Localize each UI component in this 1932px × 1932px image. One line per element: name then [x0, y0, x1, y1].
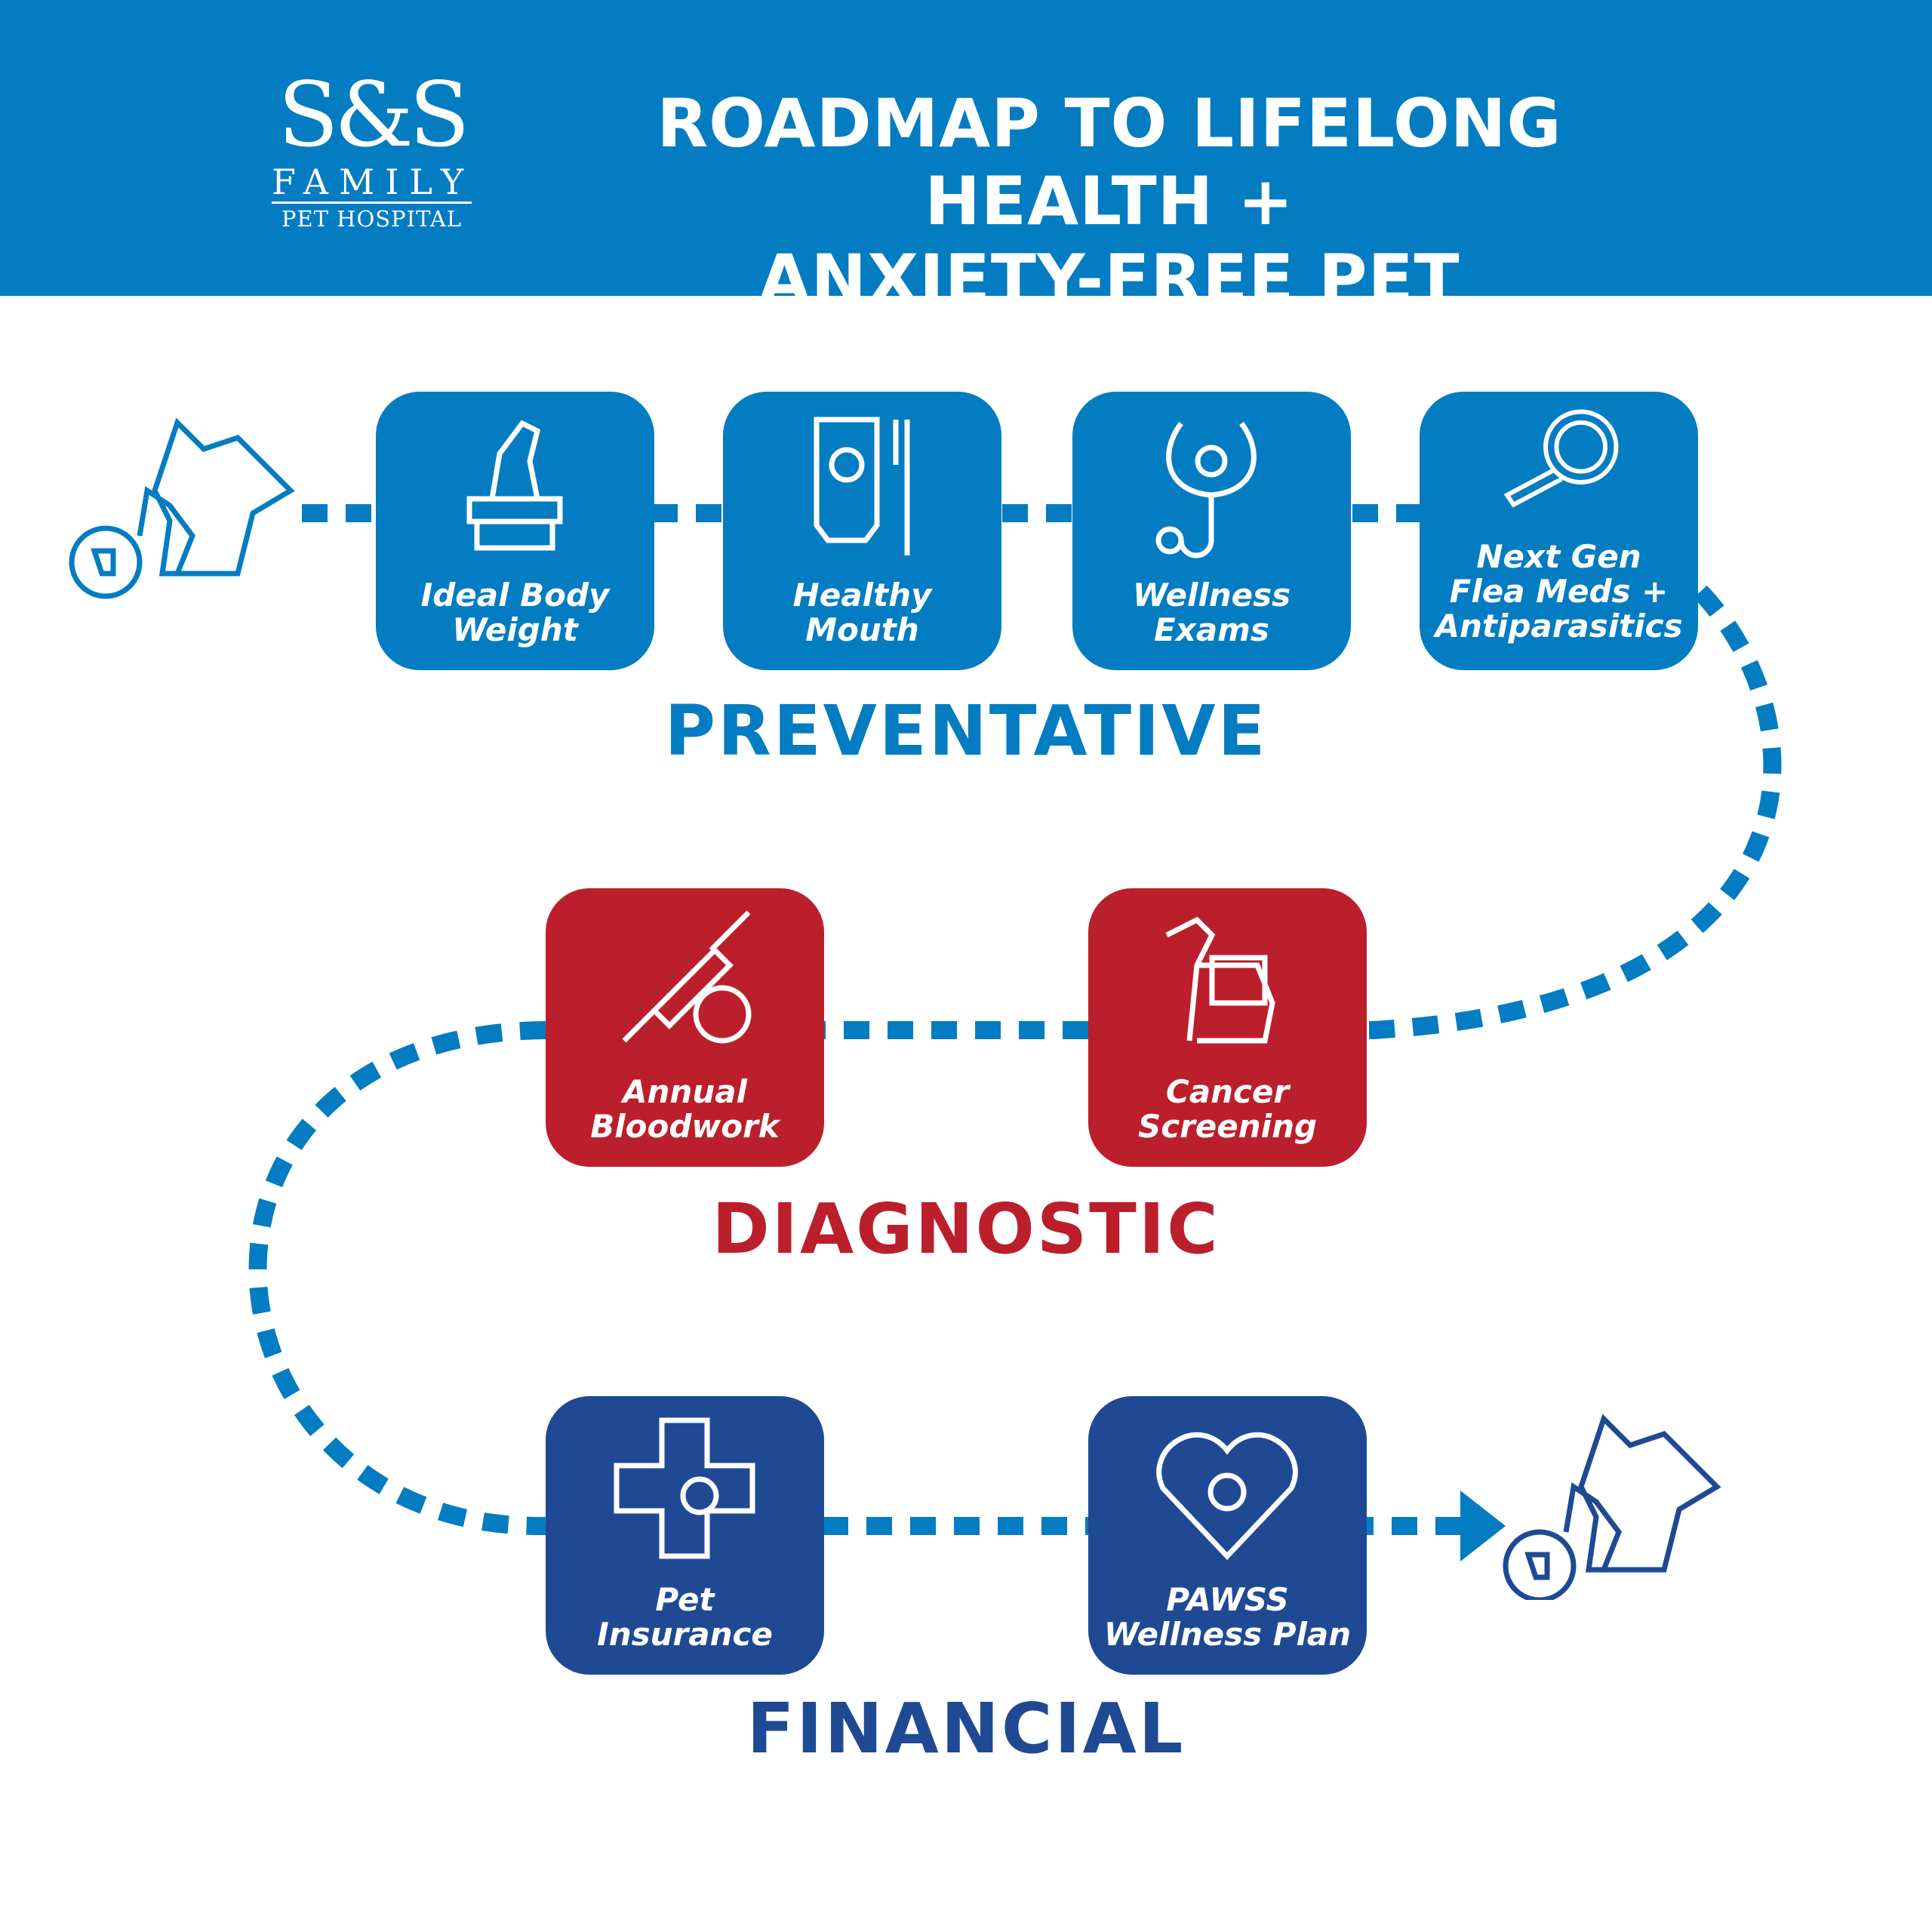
toothpaste-toothbrush-icon	[814, 417, 910, 555]
section-preventative: PREVENTATIVE	[664, 691, 1268, 771]
header-banner: S&S FAMILY PET HOSPITAL ROADMAP TO LIFEL…	[0, 0, 1932, 395]
logo: S&S FAMILY PET HOSPITAL	[272, 63, 475, 232]
medical-cross-paw-icon	[614, 1417, 755, 1559]
section-diagnostic: DIAGNOSTIC	[712, 1189, 1220, 1269]
dog-xray-icon	[1165, 916, 1275, 1044]
page-title: ROADMAP TO LIFELONG HEALTH + ANXIETY-FRE…	[657, 85, 1562, 395]
dog-on-scale-icon	[466, 420, 563, 551]
syringe-icon	[622, 910, 752, 1044]
pet-thumbs-up-icon	[1503, 1414, 1721, 1600]
stethoscope-icon	[1155, 421, 1257, 558]
pet-thumbs-down-icon	[69, 417, 295, 599]
section-financial: FINANCIAL	[746, 1688, 1186, 1769]
magnifier-bug-icon	[1503, 409, 1619, 508]
arrowhead-icon	[1460, 1491, 1506, 1561]
heart-paw-icon	[1156, 1432, 1298, 1561]
